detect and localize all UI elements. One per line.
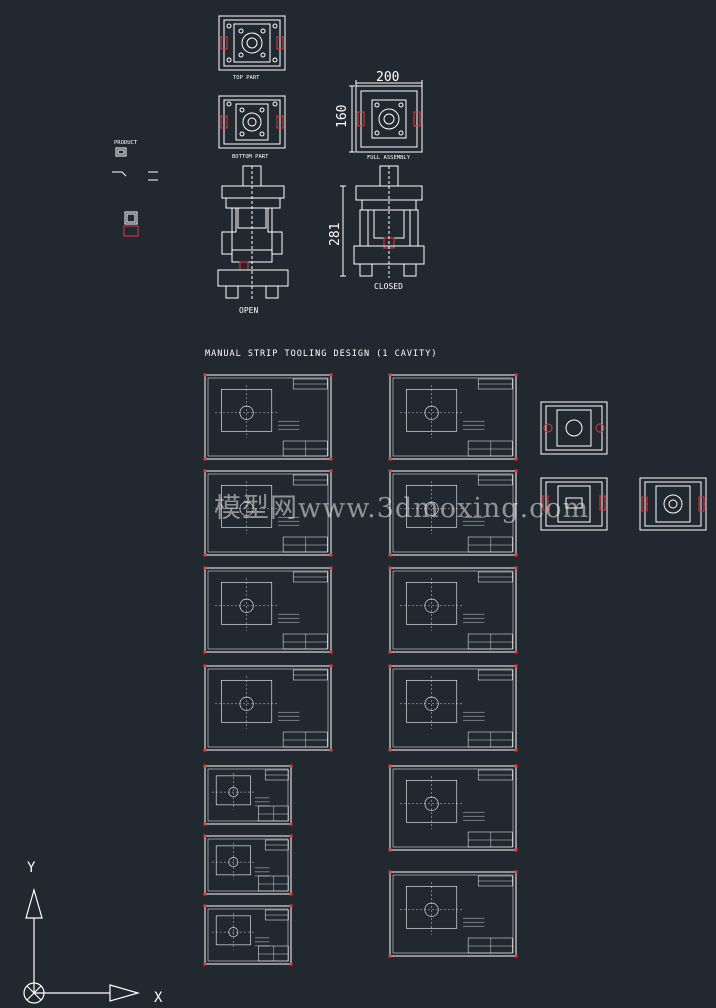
side-plate-view-2[interactable]: [540, 477, 608, 531]
closed-side-view[interactable]: [340, 165, 425, 278]
drawing-sheet[interactable]: [388, 566, 518, 654]
ucs-icon: [23, 887, 141, 1004]
side-plate-view-3[interactable]: [639, 477, 707, 531]
product-view[interactable]: [112, 147, 158, 237]
drawing-sheet[interactable]: [203, 566, 333, 654]
dimension-height: 160: [335, 105, 350, 128]
drawing-sheet[interactable]: [203, 834, 293, 896]
drawing-sheet[interactable]: [203, 373, 333, 461]
drawing-sheet[interactable]: [388, 764, 518, 852]
closed-label: CLOSED: [374, 282, 403, 291]
drawing-sheet[interactable]: [388, 870, 518, 958]
top-part-view[interactable]: [218, 15, 286, 71]
dimension-width: 200: [376, 70, 399, 85]
dimension-closed-height: 281: [328, 223, 343, 246]
watermark-text: 模型网www.3dmoxing.com: [214, 493, 590, 524]
full-assembly-label: FULL ASSEMBLY: [367, 155, 411, 161]
bottom-part-view[interactable]: [218, 95, 286, 149]
ucs-x-label: X: [154, 990, 163, 1006]
drawing-sheet[interactable]: [388, 664, 518, 752]
drawing-sheet[interactable]: [203, 764, 293, 826]
drawing-sheet[interactable]: [203, 664, 333, 752]
ucs-y-label: Y: [27, 860, 36, 876]
bottom-part-label: BOTTOM PART: [232, 154, 269, 160]
full-assembly-view[interactable]: [349, 80, 423, 153]
product-label: PRODUCT: [114, 140, 138, 146]
open-label: OPEN: [239, 306, 258, 315]
side-plate-view-1[interactable]: [540, 401, 608, 455]
drawing-sheet[interactable]: [388, 373, 518, 461]
drawing-sheet[interactable]: [203, 904, 293, 966]
top-part-label: TOP PART: [233, 75, 260, 81]
drawing-sheet[interactable]: [388, 469, 518, 557]
open-side-view[interactable]: [217, 165, 289, 300]
sheet-set-title: MANUAL STRIP TOOLING DESIGN (1 CAVITY): [205, 349, 437, 359]
drawing-sheet[interactable]: [203, 469, 333, 557]
